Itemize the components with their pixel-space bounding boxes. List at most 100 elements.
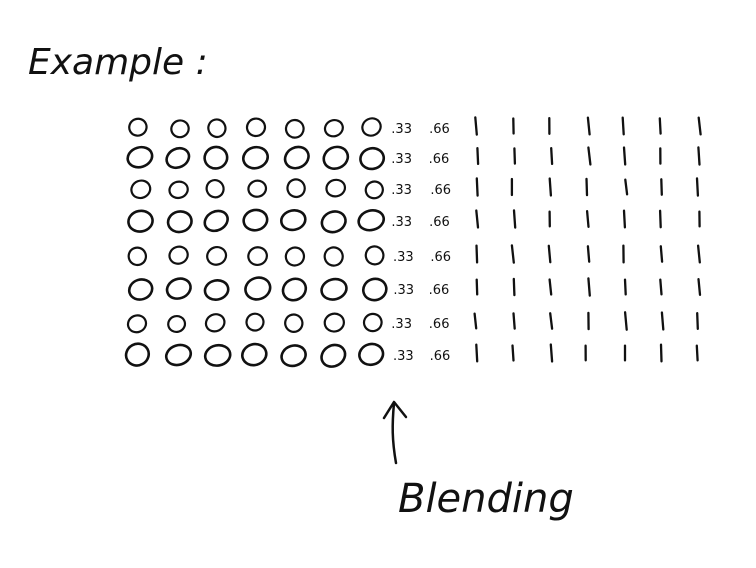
- line-mark: [549, 343, 554, 363]
- blend-value-label: .66: [430, 349, 451, 364]
- line-mark: [586, 245, 591, 263]
- circle-mark: [206, 246, 228, 266]
- up-arrow-icon: [382, 400, 408, 465]
- line-mark: [587, 146, 592, 166]
- circle-mark: [241, 342, 268, 367]
- diagram-title: Example :: [28, 42, 208, 83]
- line-mark: [697, 146, 701, 166]
- line-mark: [624, 178, 629, 196]
- line-mark: [695, 177, 700, 197]
- line-mark: [659, 245, 664, 263]
- line-mark: [587, 277, 591, 297]
- circle-mark: [359, 146, 386, 171]
- circle-mark: [124, 342, 151, 367]
- blending-grid: .33.66.33.66.33.66.33.66.33.66.33.66.33.…: [124, 116, 702, 368]
- circle-mark: [126, 145, 154, 169]
- circle-mark: [167, 314, 187, 334]
- blend-value-label: .66: [429, 317, 450, 332]
- blend-value-label: .33: [393, 349, 414, 364]
- circle-mark: [358, 342, 385, 367]
- blend-value-label: .66: [429, 152, 450, 167]
- line-mark: [623, 278, 627, 296]
- blend-value-label: .33: [391, 317, 412, 332]
- circle-mark: [203, 343, 232, 367]
- circle-mark: [320, 210, 347, 234]
- circle-mark: [166, 210, 193, 234]
- circle-mark: [168, 180, 189, 200]
- blend-value-label: .33: [393, 250, 414, 265]
- circle-mark: [323, 118, 344, 138]
- circle-mark: [284, 118, 305, 139]
- circle-mark: [325, 178, 347, 198]
- circle-mark: [168, 245, 189, 265]
- line-mark: [585, 177, 589, 197]
- line-mark: [658, 209, 662, 229]
- line-mark: [511, 344, 515, 362]
- line-mark: [475, 177, 479, 197]
- circle-mark: [165, 146, 191, 170]
- line-mark: [696, 312, 699, 330]
- circle-mark: [170, 119, 190, 139]
- line-mark: [697, 278, 702, 296]
- circle-mark: [204, 313, 226, 333]
- line-mark: [510, 244, 515, 264]
- circle-mark: [283, 145, 310, 170]
- circle-mark: [361, 117, 382, 137]
- line-mark: [660, 178, 663, 196]
- line-mark: [658, 117, 662, 135]
- circle-mark: [323, 312, 345, 333]
- circle-mark: [280, 344, 307, 368]
- line-mark: [475, 244, 479, 264]
- line-mark: [475, 209, 480, 229]
- circle-mark: [247, 246, 268, 267]
- circle-mark: [320, 343, 347, 368]
- line-mark: [623, 311, 628, 331]
- circle-mark: [164, 343, 193, 367]
- blend-value-label: .66: [429, 122, 450, 137]
- blend-value-label: .66: [429, 215, 450, 230]
- circle-mark: [279, 208, 307, 232]
- line-mark: [474, 116, 478, 136]
- circle-mark: [323, 246, 344, 267]
- line-mark: [622, 146, 627, 166]
- circle-mark: [364, 180, 384, 200]
- circle-mark: [203, 209, 229, 233]
- blend-value-label: .66: [430, 250, 451, 265]
- circle-mark: [284, 246, 306, 267]
- line-mark: [547, 244, 552, 264]
- blend-value-label: .33: [391, 152, 412, 167]
- line-mark: [622, 209, 627, 229]
- circle-mark: [207, 118, 227, 139]
- circle-mark: [130, 179, 152, 200]
- circle-mark: [127, 278, 154, 301]
- blend-value-label: .33: [391, 183, 412, 198]
- line-mark: [660, 311, 665, 331]
- circle-mark: [245, 312, 265, 332]
- line-mark: [549, 312, 554, 330]
- circle-mark: [127, 209, 154, 233]
- circle-mark: [203, 279, 230, 301]
- line-mark: [696, 244, 701, 264]
- circle-mark: [284, 313, 304, 333]
- blend-value-label: .66: [430, 183, 451, 198]
- circle-mark: [242, 208, 269, 232]
- circle-mark: [205, 178, 225, 199]
- circle-mark: [320, 277, 348, 301]
- blending-label: Blending: [398, 476, 574, 522]
- line-mark: [550, 146, 554, 166]
- line-mark: [512, 312, 516, 330]
- line-mark: [697, 116, 702, 136]
- line-mark: [659, 343, 663, 363]
- circle-mark: [281, 277, 308, 302]
- circle-mark: [165, 277, 192, 300]
- line-mark: [621, 116, 625, 136]
- circle-mark: [286, 178, 306, 199]
- circle-mark: [364, 245, 385, 266]
- line-mark: [548, 177, 553, 197]
- line-mark: [512, 209, 517, 229]
- line-mark: [659, 278, 663, 296]
- line-mark: [476, 146, 480, 166]
- circle-mark: [362, 312, 383, 333]
- blend-value-label: .33: [393, 283, 414, 298]
